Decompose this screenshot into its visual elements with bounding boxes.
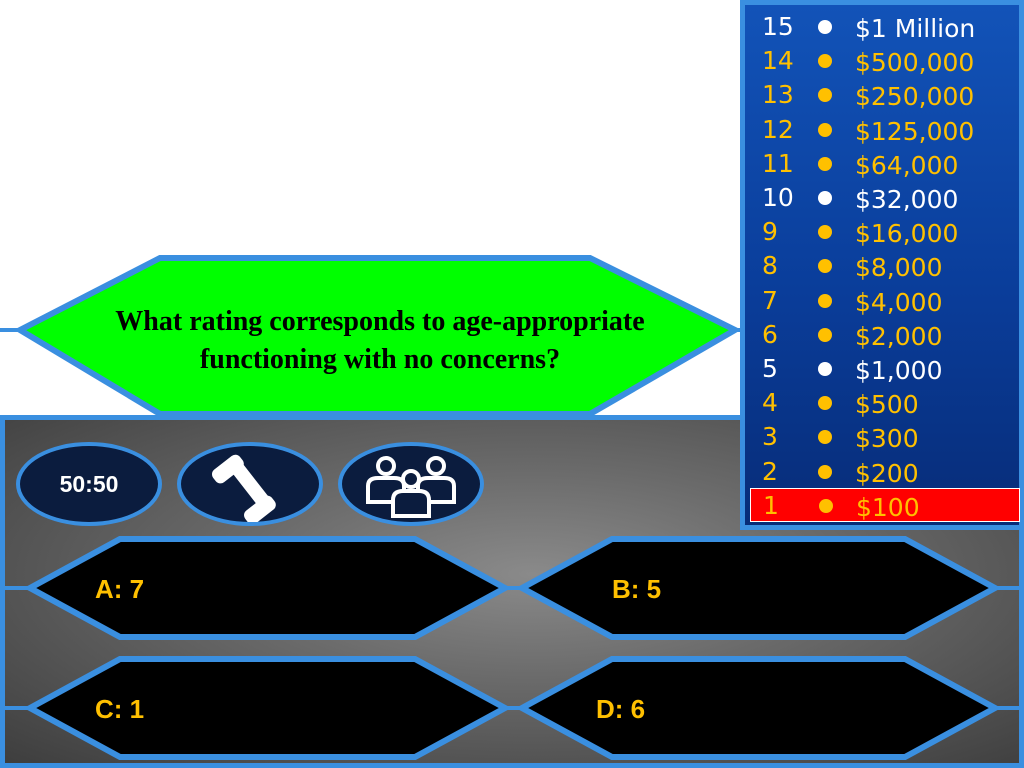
- ladder-amount: $4,000: [855, 287, 943, 317]
- ladder-level: 10: [762, 183, 794, 212]
- ladder-amount: $100: [856, 492, 920, 522]
- ladder-level: 8: [762, 251, 778, 281]
- ladder-row-4: 4 $500: [750, 386, 1020, 420]
- ladder-amount: $32,000: [855, 185, 959, 214]
- ladder-row-14: 14 $500,000: [750, 44, 1020, 78]
- ladder-row-11: 11 $64,000: [750, 147, 1020, 181]
- ladder-dot-icon: [819, 498, 833, 513]
- ladder-row-8: 8 $8,000: [750, 249, 1020, 283]
- question-text: What rating corresponds to age-appropria…: [115, 306, 645, 375]
- ladder-amount: $1 Million: [855, 14, 976, 43]
- answer-c[interactable]: C: 1: [95, 694, 145, 724]
- phone-a-friend-lifeline[interactable]: [177, 442, 323, 526]
- ladder-dot-icon: [818, 225, 832, 240]
- ladder-amount: $125,000: [855, 116, 975, 146]
- ladder-amount: $500: [855, 390, 919, 420]
- ladder-dot-icon: [818, 54, 832, 69]
- ladder-level: 3: [762, 422, 778, 452]
- ladder-level: 5: [762, 354, 778, 383]
- ladder-row-10: 10 $32,000: [750, 181, 1020, 215]
- ladder-dot-icon: [818, 122, 832, 137]
- fifty-fifty-lifeline[interactable]: 50:50: [16, 442, 162, 526]
- ladder-amount: $500,000: [855, 48, 975, 78]
- audience-icon: [366, 456, 456, 518]
- answer-d[interactable]: D: 6: [596, 694, 646, 724]
- ladder-dot-icon: [818, 259, 832, 274]
- ladder-level: 2: [762, 456, 778, 486]
- ladder-level: 7: [762, 285, 778, 315]
- ladder-row-5: 5 $1,000: [750, 352, 1020, 386]
- ladder-level: 15: [762, 12, 794, 41]
- question-banner: [0, 255, 760, 417]
- ladder-row-6: 6 $2,000: [750, 318, 1020, 352]
- ladder-row-9: 9 $16,000: [750, 215, 1020, 249]
- ladder-dot-icon: [818, 327, 832, 342]
- ladder-row-13: 13 $250,000: [750, 78, 1020, 112]
- phone-icon: [212, 454, 276, 522]
- ladder-level: 13: [762, 80, 794, 110]
- ladder-row-3: 3 $300: [750, 420, 1020, 454]
- ladder-dot-icon: [818, 293, 832, 308]
- ladder-amount: $200: [855, 458, 919, 488]
- answer-d-shape: [515, 656, 1002, 760]
- fifty-fifty-label: 50:50: [59, 470, 119, 497]
- ladder-row-12: 12 $125,000: [750, 113, 1020, 147]
- ask-audience-lifeline[interactable]: [338, 442, 484, 526]
- ladder-row-2: 2 $200: [750, 455, 1020, 489]
- ladder-level: 12: [762, 114, 794, 144]
- ladder-amount: $2,000: [855, 321, 943, 351]
- ladder-dot-icon: [818, 464, 832, 479]
- ladder-dot-icon: [818, 362, 832, 376]
- ladder-dot-icon: [818, 430, 832, 445]
- ladder-row-7: 7 $4,000: [750, 284, 1020, 318]
- ladder-amount: $1,000: [855, 356, 943, 385]
- answer-a-shape: [23, 536, 512, 640]
- ladder-dot-icon: [818, 156, 832, 171]
- answer-b-shape: [515, 536, 1002, 640]
- answer-grid: [0, 536, 1024, 760]
- ladder-amount: $250,000: [855, 82, 975, 112]
- ladder-level: 14: [762, 46, 794, 76]
- answer-b[interactable]: B: 5: [612, 574, 662, 604]
- ladder-dot-icon: [818, 20, 832, 34]
- ladder-row-1: 1 $100: [750, 487, 1020, 522]
- ladder-dot-icon: [818, 191, 832, 205]
- ladder-level: 4: [762, 388, 778, 418]
- ladder-row-15: 15 $1 Million: [750, 10, 1020, 44]
- ladder-level: 9: [762, 217, 778, 247]
- answer-c-shape: [23, 656, 512, 760]
- ladder-dot-icon: [818, 88, 832, 103]
- ladder-amount: $16,000: [855, 219, 959, 249]
- ladder-amount: $8,000: [855, 253, 943, 283]
- ladder-level: 11: [762, 148, 794, 178]
- answer-a[interactable]: A: 7: [95, 574, 145, 604]
- ladder-level: 6: [762, 319, 778, 349]
- ladder-amount: $300: [855, 424, 919, 454]
- ladder-level: 1: [763, 490, 779, 520]
- ladder-amount: $64,000: [855, 150, 959, 180]
- ladder-dot-icon: [818, 396, 832, 411]
